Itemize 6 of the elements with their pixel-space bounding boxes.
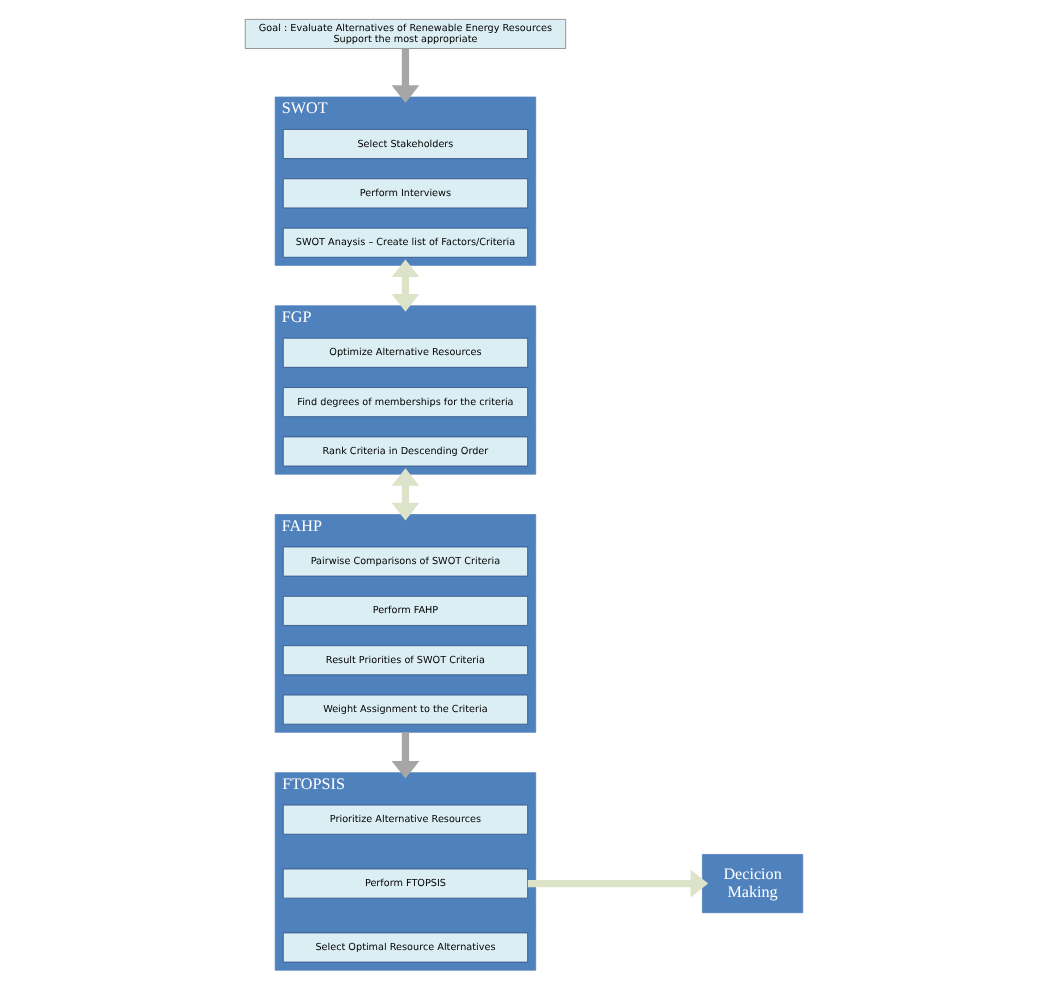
arrow bbox=[526, 869, 708, 898]
arrow bbox=[390, 259, 419, 312]
arrow bbox=[390, 732, 419, 779]
arrow bbox=[390, 48, 419, 103]
arrow bbox=[390, 468, 419, 521]
node-box: Decicion Making bbox=[701, 854, 803, 914]
